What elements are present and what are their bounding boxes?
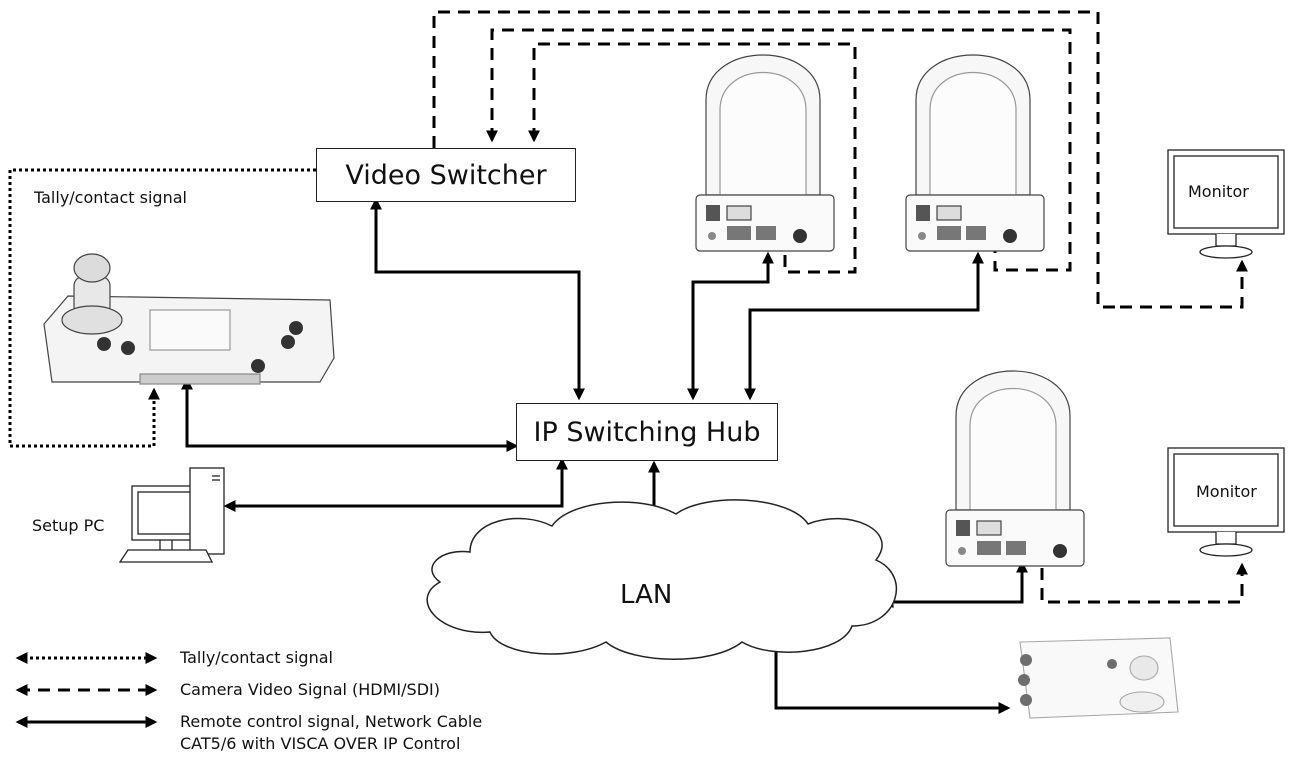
ptz-camera-2: [905, 54, 1045, 252]
tally-contact-label: Tally/contact signal: [34, 188, 187, 207]
tally-signal-line: [8, 168, 316, 448]
monitor-top-label: Monitor: [1188, 182, 1249, 201]
line-cam1-hub: [687, 251, 774, 401]
ptz-camera-1: [695, 54, 835, 252]
legend-video-text: Camera Video Signal (HDMI/SDI): [180, 680, 440, 699]
joystick-controller-left: [43, 253, 335, 385]
line-switcher-hub: [370, 197, 585, 401]
legend-lines: [15, 652, 158, 728]
ip-switching-hub-box: IP Switching Hub: [516, 403, 778, 461]
video-switcher-label: Video Switcher: [345, 159, 547, 191]
video-switcher-box: Video Switcher: [316, 148, 576, 202]
lan-cloud: [426, 499, 898, 660]
joystick-controller-right: [1018, 637, 1179, 719]
setup-pc: [118, 467, 225, 563]
video-line-cam1: [528, 42, 857, 274]
control-signal-lines: [181, 197, 1028, 714]
line-controller-hub: [181, 377, 519, 452]
line-lan-controller2: [770, 637, 1011, 714]
monitor-top-drawing: [1167, 149, 1285, 259]
legend-tally-text: Tally/contact signal: [180, 648, 333, 667]
ptz-camera-3: [945, 370, 1085, 567]
ip-switching-hub-label: IP Switching Hub: [533, 416, 761, 448]
legend-control-text-1: Remote control signal, Network Cable: [180, 712, 483, 731]
line-cam2-hub: [744, 251, 984, 401]
lan-label: LAN: [620, 580, 673, 610]
video-line-cam2: [486, 28, 1072, 272]
line-pc-hub: [223, 457, 568, 512]
monitor-bottom-label: Monitor: [1196, 482, 1257, 501]
legend-control-text-2: CAT5/6 with VISCA OVER IP Control: [180, 734, 461, 753]
video-signal-lines: [432, 10, 1248, 604]
video-line-monitor-bottom: [1040, 562, 1248, 604]
video-line-outer: [432, 10, 1120, 309]
setup-pc-label: Setup PC: [32, 516, 105, 535]
monitor-bottom-drawing: [1167, 447, 1285, 557]
video-line-monitor-top: [1120, 259, 1248, 309]
line-lan-cam3: [881, 560, 1028, 608]
